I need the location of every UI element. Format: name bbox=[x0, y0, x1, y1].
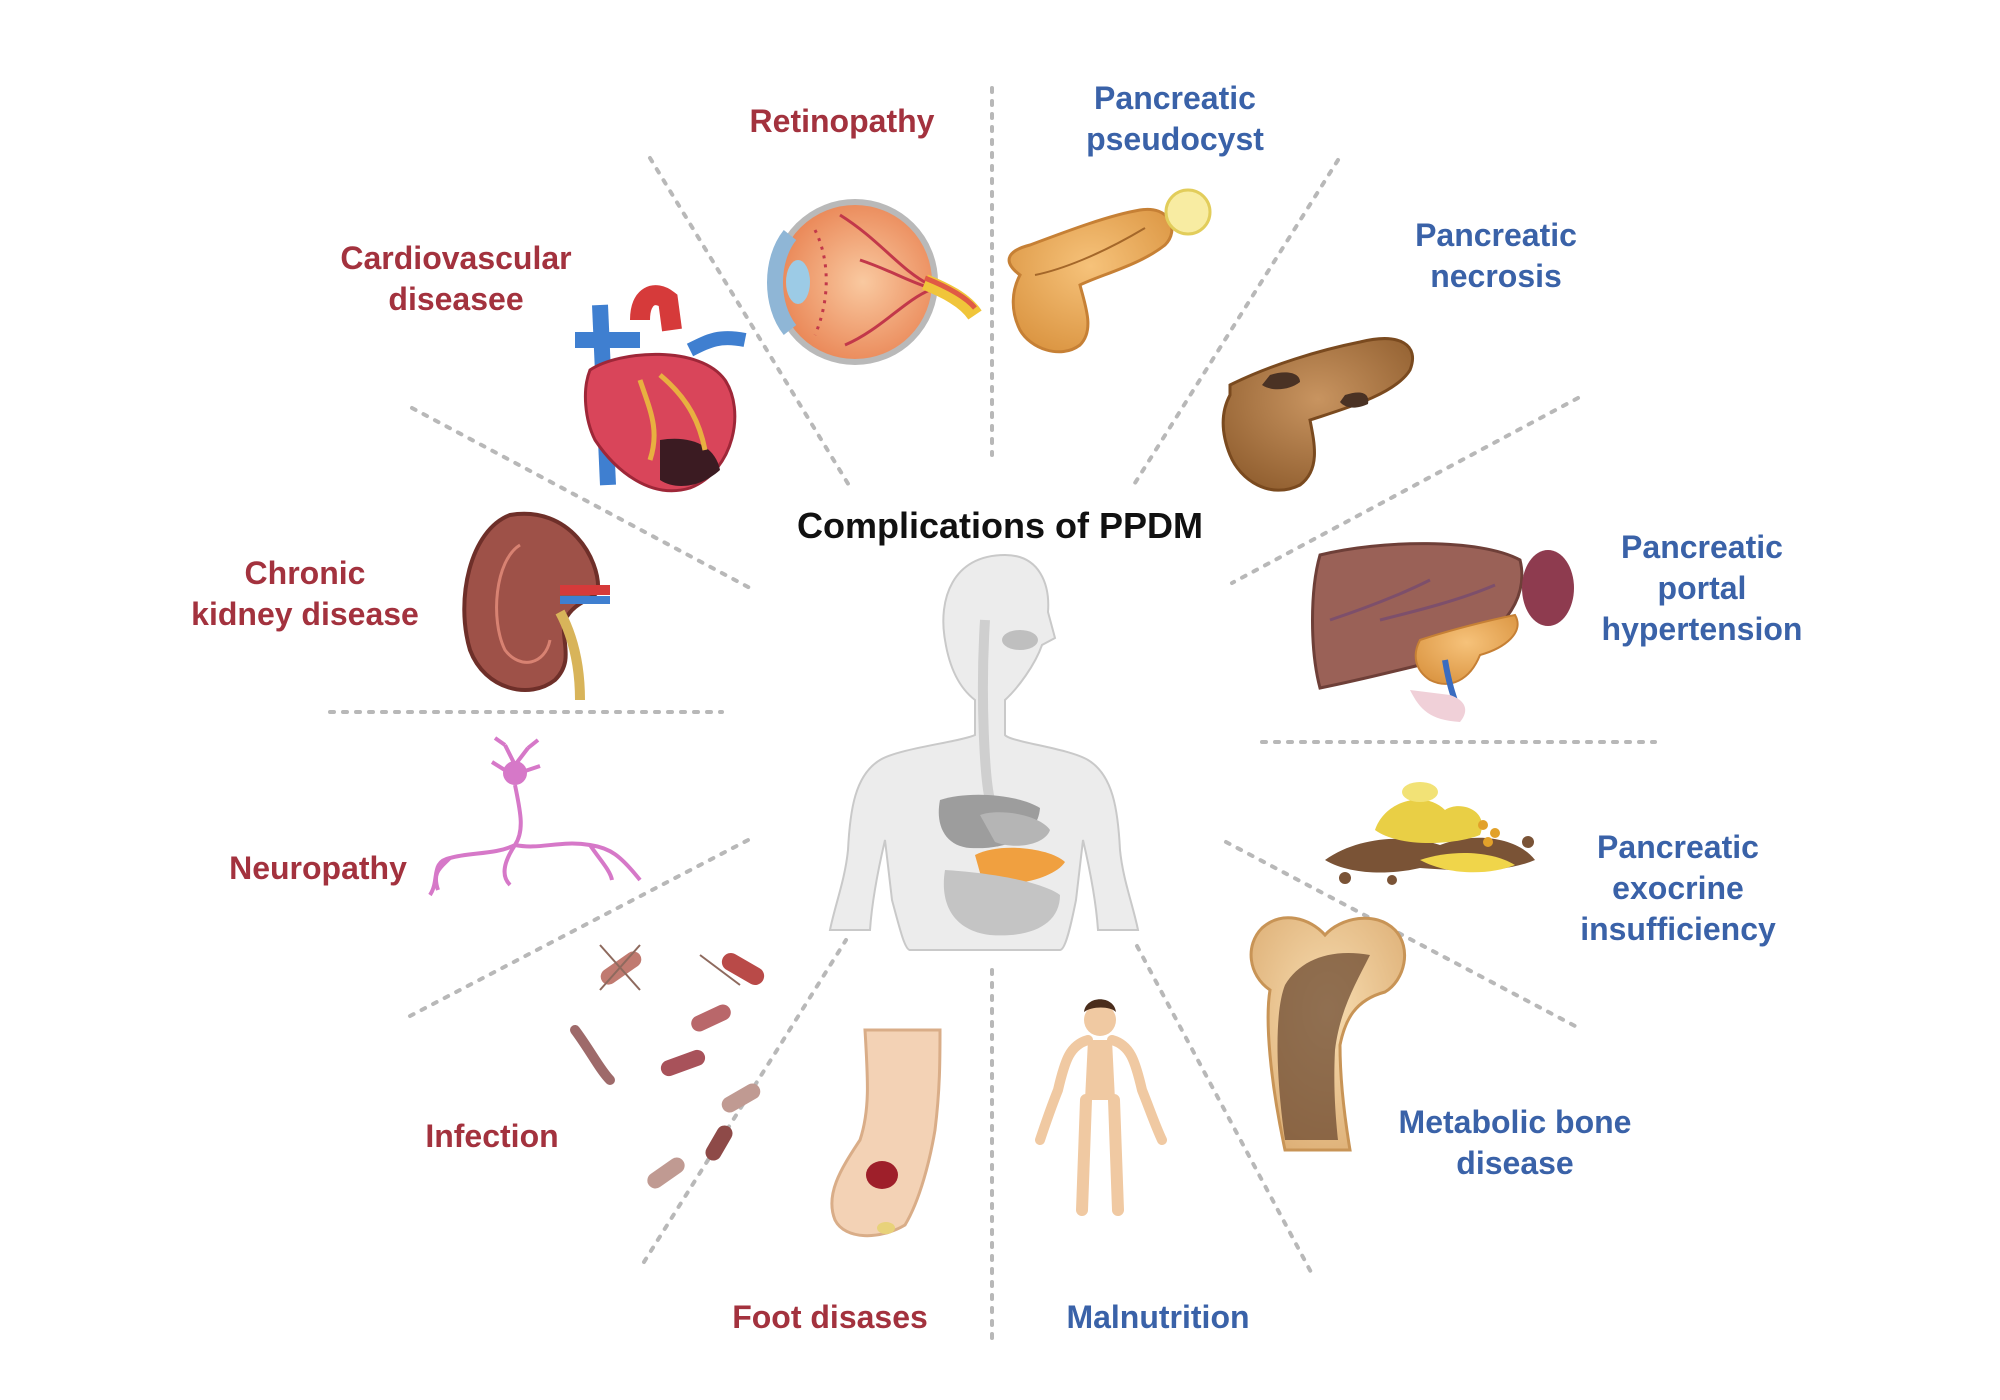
human-body-icon bbox=[828, 553, 1140, 951]
label-line: Infection bbox=[425, 1118, 559, 1154]
label-pseudocyst: Pancreatic pseudocyst bbox=[1086, 78, 1264, 160]
divider-lines bbox=[328, 86, 1657, 1340]
label-line: Metabolic bone bbox=[1398, 1104, 1632, 1140]
neuron-icon bbox=[428, 736, 642, 897]
divider-line bbox=[1135, 944, 1314, 1276]
divider-line bbox=[1230, 396, 1580, 585]
label-line: Cardiovascular bbox=[340, 240, 572, 276]
divider-line bbox=[410, 406, 752, 590]
label-necrosis: Pancreatic necrosis bbox=[1415, 215, 1577, 297]
label-line: pseudocyst bbox=[1086, 121, 1264, 157]
label-line: Malnutrition bbox=[1066, 1299, 1250, 1335]
label-exocrine: Pancreatic exocrine insufficiency bbox=[1580, 827, 1776, 950]
eye-icon bbox=[767, 199, 982, 365]
divider-line bbox=[1133, 158, 1340, 485]
label-infection: Infection bbox=[425, 1116, 558, 1157]
label-line: Pancreatic bbox=[1621, 529, 1783, 565]
label-line: Pancreatic bbox=[1094, 80, 1256, 116]
divider-line bbox=[1224, 840, 1577, 1028]
label-retinopathy: Retinopathy bbox=[750, 101, 935, 142]
label-line: diseasee bbox=[388, 281, 524, 317]
divider-line bbox=[408, 836, 754, 1018]
label-portal: Pancreatic portal hypertension bbox=[1602, 527, 1803, 650]
foot-ulcer-icon bbox=[830, 1028, 942, 1238]
label-kidney: Chronic kidney disease bbox=[191, 553, 419, 635]
label-line: Chronic bbox=[244, 555, 366, 591]
label-line: insufficiency bbox=[1580, 911, 1776, 947]
necrotic-pancreas-icon bbox=[1221, 337, 1414, 492]
label-cardiovascular: Cardiovascular diseasee bbox=[340, 238, 571, 320]
kidney-icon bbox=[462, 511, 610, 701]
label-line: Retinopathy bbox=[749, 103, 935, 139]
label-foot: Foot disases bbox=[732, 1297, 928, 1338]
label-line: necrosis bbox=[1430, 258, 1562, 294]
diagram-title: Complications of PPDM bbox=[796, 505, 1204, 546]
label-line: Neuropathy bbox=[229, 850, 407, 886]
label-line: Pancreatic bbox=[1415, 217, 1577, 253]
label-line: exocrine bbox=[1612, 870, 1744, 906]
label-line: Pancreatic bbox=[1597, 829, 1759, 865]
label-bone: Metabolic bone disease bbox=[1399, 1102, 1632, 1184]
femur-bone-icon bbox=[1249, 916, 1406, 1152]
liver-pancreas-icon bbox=[1311, 542, 1574, 722]
label-line: kidney disease bbox=[191, 596, 419, 632]
heart-icon bbox=[575, 285, 747, 493]
label-line: portal bbox=[1657, 570, 1747, 606]
divider-line bbox=[642, 938, 848, 1264]
label-line: hypertension bbox=[1601, 611, 1803, 647]
steatorrhea-icon bbox=[1325, 782, 1535, 885]
label-malnutrition: Malnutrition bbox=[1066, 1297, 1249, 1338]
label-line: disease bbox=[1456, 1145, 1574, 1181]
pancreas-cyst-icon bbox=[1007, 188, 1212, 354]
bacteria-icon bbox=[570, 944, 765, 1189]
thin-body-icon bbox=[1035, 999, 1167, 1216]
divider-line bbox=[648, 156, 852, 489]
label-line: Foot disases bbox=[732, 1299, 928, 1335]
label-neuropathy: Neuropathy bbox=[229, 848, 407, 889]
